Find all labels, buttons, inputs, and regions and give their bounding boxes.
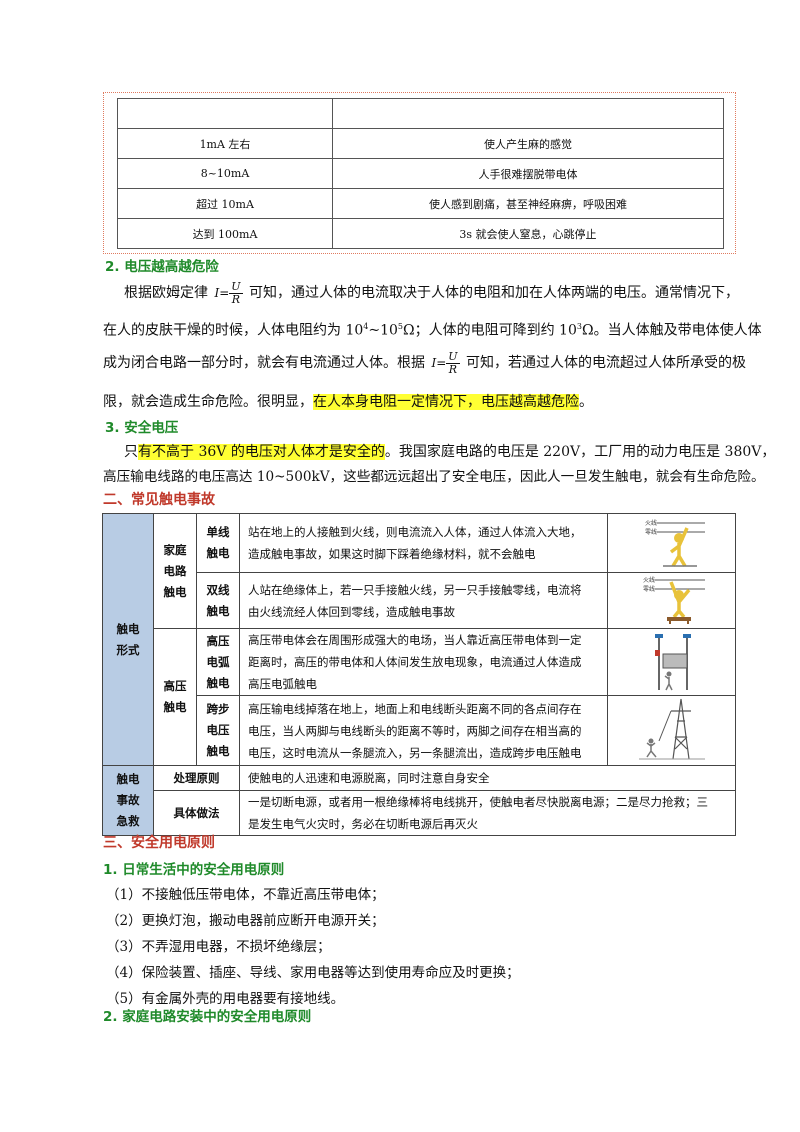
section-heading-voltage: 2. 电压越高越危险 bbox=[105, 259, 219, 275]
single-line-label: 单线触电 bbox=[196, 513, 240, 573]
part-heading-accidents: 二、常见触电事故 bbox=[103, 492, 215, 508]
highlight-text: 有不高于 36V 的电压对人体才是安全的 bbox=[138, 444, 385, 460]
paragraph-line: 只有不高于 36V 的电压对人体才是安全的。我国家庭电路的电压是 220V，工厂… bbox=[124, 444, 776, 460]
person-shock-icon: 火线 零线 bbox=[643, 576, 705, 624]
subheading-daily: 1. 日常生活中的安全用电原则 bbox=[103, 862, 285, 878]
svg-text:火线: 火线 bbox=[645, 519, 657, 527]
svg-text:零线: 零线 bbox=[643, 585, 655, 593]
list-item: （3）不弄湿用电器，不损坏绝缘层； bbox=[106, 939, 331, 955]
double-line-desc: 人站在绝缘体上，若一只手接触火线，另一只手接触零线，电流将由火线流经人体回到零线… bbox=[239, 572, 608, 629]
accident-table: 触电形式 家庭电路触电 单线触电 站在地上的人接触到火线，则电流流入人体，通过人… bbox=[102, 513, 736, 836]
transmission-tower-icon bbox=[638, 698, 705, 760]
paragraph-line: 在人的皮肤干燥的时候，人体电阻约为 104~105Ω；人体的电阻可降到约 103… bbox=[103, 322, 762, 339]
list-item: （5）有金属外壳的用电器要有接地线。 bbox=[106, 991, 345, 1007]
form-label: 触电形式 bbox=[102, 513, 154, 766]
double-line-illustration: 火线 零线 bbox=[607, 572, 736, 629]
paragraph-line: 高压输电线路的电压高达 10~500kV，这些都远远超出了安全电压，因此人一旦发… bbox=[103, 469, 765, 485]
high-voltage-label: 高压触电 bbox=[153, 628, 197, 766]
section-heading-safe-voltage: 3. 安全电压 bbox=[105, 420, 179, 436]
method-text: 一是切断电源，或者用一根绝缘棒将电线挑开，使触电者尽快脱离电源；二是尽力抢救；三… bbox=[239, 790, 736, 836]
svg-text:零线: 零线 bbox=[645, 528, 657, 536]
step-voltage-illustration bbox=[607, 695, 736, 766]
substation-icon bbox=[654, 633, 691, 690]
step-voltage-desc: 高压输电线掉落在地上，地面上和电线断头距离不同的各点间存在电压，当人两脚与电线断… bbox=[239, 695, 608, 766]
step-voltage-label: 跨步电压触电 bbox=[196, 695, 240, 766]
arc-label: 高压电弧触电 bbox=[196, 628, 240, 696]
table-row: 1mA 左右使人产生麻的感觉 bbox=[117, 128, 724, 159]
list-item: （1）不接触低压带电体，不靠近高压带电体； bbox=[106, 887, 385, 903]
home-circuit-label: 家庭电路触电 bbox=[153, 513, 197, 629]
person-shock-icon: 火线 零线 bbox=[645, 519, 705, 567]
highlight-text: 在人本身电阻一定情况下，电压越高越危险 bbox=[313, 394, 579, 410]
list-item: （4）保险装置、插座、导线、家用电器等达到使用寿命应及时更换； bbox=[106, 965, 520, 981]
principle-text: 使触电的人迅速和电源脱离，同时注意自身安全 bbox=[239, 765, 736, 791]
emergency-label: 触电事故急救 bbox=[102, 765, 154, 836]
double-line-label: 双线触电 bbox=[196, 572, 240, 629]
single-line-desc: 站在地上的人接触到火线，则电流流入人体，通过人体流入大地，造成触电事故，如果这时… bbox=[239, 513, 608, 573]
svg-text:火线: 火线 bbox=[643, 576, 655, 584]
arc-desc: 高压带电体会在周围形成强大的电场，当人靠近高压带电体到一定距离时，高压的带电体和… bbox=[239, 628, 608, 696]
paragraph-line: 限，就会造成生命危险。很明显，在人本身电阻一定情况下，电压越高越危险。 bbox=[103, 394, 593, 410]
table-row bbox=[117, 98, 724, 129]
principles-list: （1）不接触低压带电体，不靠近高压带电体； （2）更换灯泡，搬动电器前应断开电源… bbox=[106, 882, 520, 1012]
principle-label: 处理原则 bbox=[153, 765, 240, 791]
method-label: 具体做法 bbox=[153, 790, 240, 836]
part-heading-principles: 三、安全用电原则 bbox=[103, 835, 215, 851]
subheading-installation: 2. 家庭电路安装中的安全用电原则 bbox=[103, 1009, 312, 1025]
arc-illustration bbox=[607, 628, 736, 696]
single-line-illustration: 火线 零线 bbox=[607, 513, 736, 573]
table-frame bbox=[103, 92, 736, 254]
list-item: （2）更换灯泡，搬动电器前应断开电源开关； bbox=[106, 913, 385, 929]
